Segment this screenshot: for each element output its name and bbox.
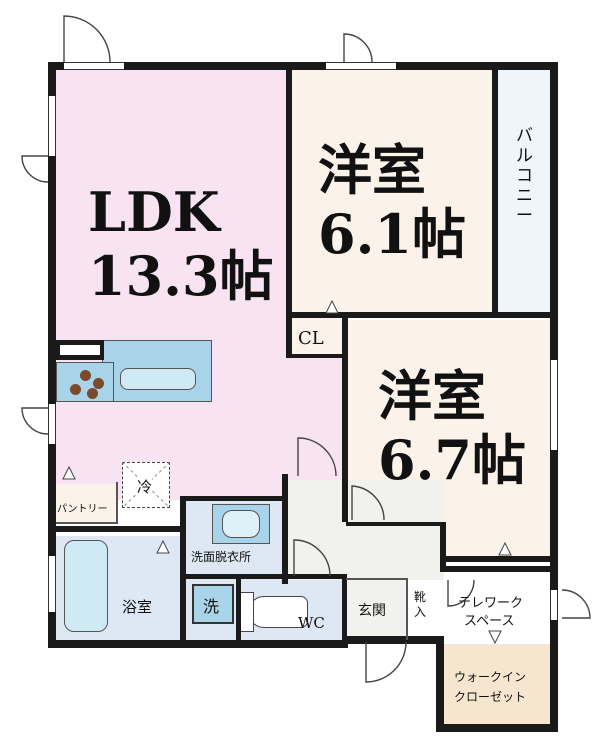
door-swing-icon xyxy=(297,437,337,477)
wall xyxy=(342,574,347,644)
door-swing-icon xyxy=(21,407,49,435)
washroom-label: 洗面脱衣所 xyxy=(191,550,252,564)
bedroom-1-name: 洋室 xyxy=(318,138,426,202)
triangle-marker-icon xyxy=(156,540,170,554)
entrance-label: 玄関 xyxy=(358,603,386,619)
door-swing-icon xyxy=(561,589,591,619)
divider xyxy=(406,578,408,640)
wall xyxy=(48,62,558,70)
burner-icon xyxy=(70,384,81,395)
door-swing-icon xyxy=(343,33,373,63)
wall xyxy=(444,556,554,562)
telework-area xyxy=(444,570,554,638)
balcony-label: バルコニー xyxy=(516,126,533,226)
entrance-area xyxy=(346,580,408,640)
burner-icon xyxy=(93,378,104,389)
washer-space xyxy=(192,584,234,624)
walkin-closet-area xyxy=(444,644,554,724)
pantry-label: パントリー xyxy=(57,504,108,515)
door-swing-icon xyxy=(365,641,407,683)
ldk-name: LDK xyxy=(88,180,220,244)
triangle-marker-icon xyxy=(488,630,502,644)
door-swing-icon xyxy=(21,155,49,183)
wall xyxy=(290,354,346,358)
wall xyxy=(180,496,286,501)
kitchen-shelf-inner xyxy=(60,345,100,355)
window xyxy=(48,404,56,444)
wall xyxy=(186,574,346,579)
window xyxy=(48,556,56,612)
bedroom-2-size: 6.7帖 xyxy=(378,428,526,492)
bedroom-1-size: 6.1帖 xyxy=(318,202,466,266)
telework-label-line2: スペース xyxy=(464,614,515,629)
fridge-label: 冷 xyxy=(137,476,153,497)
kitchen-stove xyxy=(56,362,114,402)
wall xyxy=(282,474,288,584)
wall xyxy=(286,62,292,358)
telework-label-line1: テレワーク xyxy=(458,596,524,611)
triangle-marker-icon xyxy=(62,466,76,480)
walkin-label-line2: クローゼット xyxy=(454,690,527,704)
balcony-area xyxy=(496,66,554,316)
bedroom-1-area xyxy=(290,70,494,316)
door-swing-icon xyxy=(447,579,475,607)
door-swing-icon xyxy=(63,15,111,63)
fridge-cross-icon xyxy=(122,462,170,508)
closet-area xyxy=(290,316,346,356)
walkin-label-line1: ウォークイン xyxy=(454,670,527,684)
wall xyxy=(48,640,348,648)
kitchen-sink xyxy=(120,368,196,390)
closet-label: CL xyxy=(298,328,324,349)
burner-icon xyxy=(80,370,91,381)
triangle-marker-icon xyxy=(498,542,512,556)
window xyxy=(550,590,558,620)
toilet-label: WC xyxy=(298,614,325,632)
divider xyxy=(116,482,118,524)
burner-icon xyxy=(87,388,98,399)
shoebox-label: 靴入 xyxy=(414,590,427,619)
wall xyxy=(440,566,554,572)
wall xyxy=(436,636,444,732)
wall xyxy=(290,312,554,318)
window xyxy=(48,96,56,156)
bath-label: 浴室 xyxy=(122,598,153,616)
wall xyxy=(56,526,186,532)
basin-bowl xyxy=(222,510,260,538)
wall xyxy=(346,636,444,644)
corridor-area xyxy=(284,480,444,580)
wall xyxy=(440,522,446,572)
divider xyxy=(346,578,406,580)
wall xyxy=(48,62,56,648)
pantry-area xyxy=(56,484,116,524)
toilet-bowl xyxy=(248,596,308,628)
door-swing-icon xyxy=(351,485,385,521)
triangle-marker-icon xyxy=(325,300,339,314)
bathtub xyxy=(64,540,108,632)
wall xyxy=(180,496,186,646)
wall xyxy=(236,574,241,644)
wall xyxy=(346,522,446,526)
wall xyxy=(436,724,558,732)
wall xyxy=(492,62,498,316)
door-swing-icon xyxy=(293,539,331,577)
wall xyxy=(342,316,348,522)
window xyxy=(64,62,124,70)
washer-label: 洗 xyxy=(203,597,220,616)
toilet-tank xyxy=(240,592,254,632)
window xyxy=(326,62,396,70)
ldk-size: 13.3帖 xyxy=(88,244,274,308)
bedroom-2-name: 洋室 xyxy=(378,364,486,428)
window xyxy=(550,360,558,450)
divider xyxy=(56,522,118,524)
